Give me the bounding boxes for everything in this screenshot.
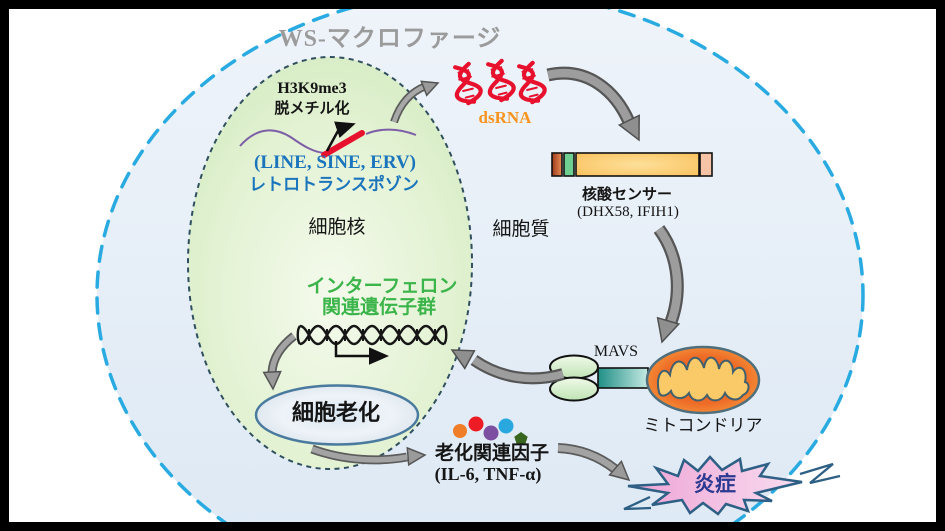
sensor-genes-label: (DHX58, IFIH1) <box>577 204 679 220</box>
starburst-spike-left <box>623 495 652 511</box>
nucleus-label: 細胞核 <box>308 217 366 238</box>
figure-title: WS-マクロファージ <box>278 26 502 52</box>
senescence-label: 細胞老化 <box>291 400 380 425</box>
nucleus <box>187 56 473 470</box>
mitochondria-label: ミトコンドリア <box>643 416 763 435</box>
nucleic-acid-sensor <box>551 152 713 177</box>
arrow-nucleus-to-dsrna <box>390 80 440 124</box>
gene-transcription-arrow-icon <box>334 341 389 365</box>
arrow-sasp-to-inflammation <box>557 443 631 482</box>
interferon-gene-dna <box>296 324 448 365</box>
sasp-title-label: 老化関連因子 <box>434 443 549 464</box>
chromatin-retrotransposon <box>239 121 417 158</box>
sasp-factors-label: (IL-6, TNF-α) <box>434 464 542 484</box>
demethylation-label: 脱メチル化 <box>274 100 350 117</box>
mitochondria <box>645 345 761 415</box>
arrow-senescence-to-sasp <box>310 444 427 467</box>
arrow-genes-to-senescence <box>262 332 297 391</box>
sasp-factor-dots <box>453 416 528 445</box>
starburst-spike-right <box>799 462 841 485</box>
transcription-arrow-icon <box>325 121 356 152</box>
dsrna-label: dsRNA <box>478 108 532 127</box>
pentagon-factor-icon <box>514 432 528 445</box>
mitochondria-cristae <box>657 356 750 402</box>
sensor-title-label: 核酸センサー <box>581 186 672 203</box>
senescence-oval <box>254 384 420 446</box>
histone-mark-label: H3K9me3 <box>277 80 347 97</box>
arrow-dsrna-to-sensor <box>546 66 640 142</box>
retrotransposon-label: レトロトランスポゾン <box>249 175 419 194</box>
retrotransposon-types-label: (LINE, SINE, ERV) <box>254 152 416 173</box>
arrow-sensor-to-mavs <box>653 225 684 344</box>
cytoplasm-label: 細胞質 <box>492 219 550 240</box>
inflammation-starburst <box>623 455 841 516</box>
interferon-label-line1: インターフェロン <box>306 276 458 297</box>
interferon-label-line2: 関連遺伝子群 <box>321 297 436 318</box>
inflammation-label: 炎症 <box>694 473 736 496</box>
mavs-label: MAVS <box>593 343 639 360</box>
arrow-mavs-to-genes <box>450 349 565 385</box>
